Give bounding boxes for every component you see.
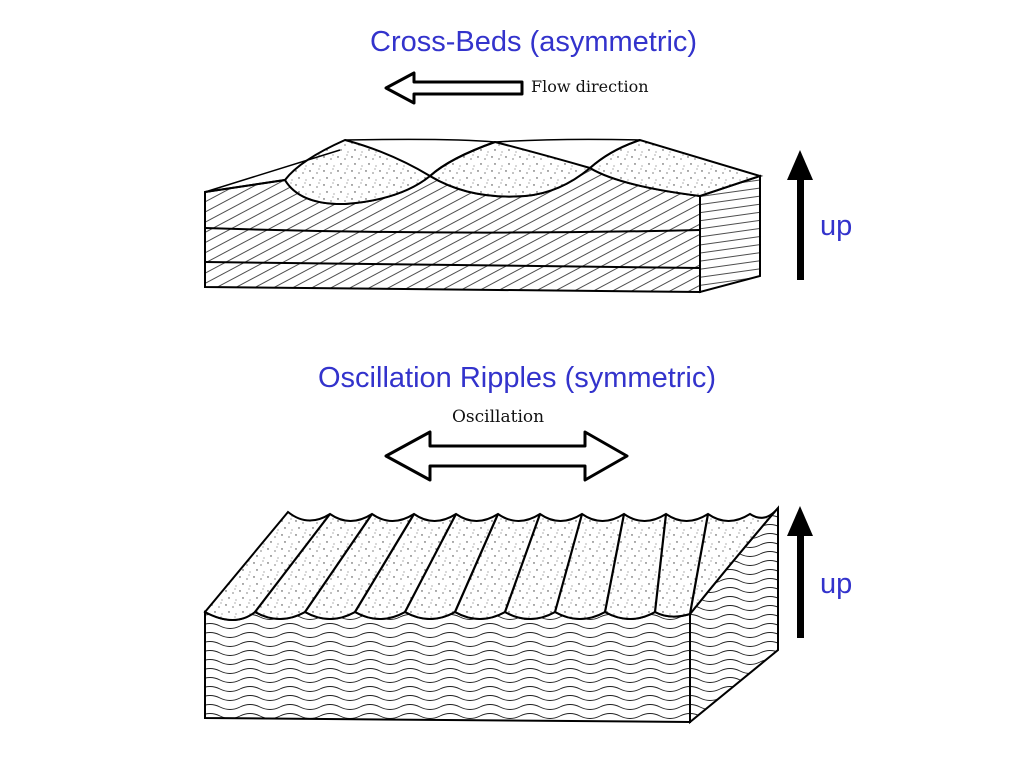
oscillation-label: Oscillation	[452, 407, 545, 427]
up-arrow-2	[787, 506, 813, 638]
up-arrow-1	[787, 150, 813, 280]
cross-beds-block	[204, 138, 764, 294]
oscillation-ripples-title: Oscillation Ripples (symmetric)	[318, 362, 717, 394]
flow-direction-label: Flow direction	[531, 77, 649, 96]
cross-beds-title: Cross-Beds (asymmetric)	[370, 26, 698, 58]
flow-direction-arrow	[384, 71, 524, 105]
up-label-oscillation: up	[820, 568, 853, 600]
oscillation-ripples-block	[203, 505, 779, 725]
up-label-cross-beds: up	[820, 210, 853, 242]
oscillation-arrow	[384, 430, 629, 482]
